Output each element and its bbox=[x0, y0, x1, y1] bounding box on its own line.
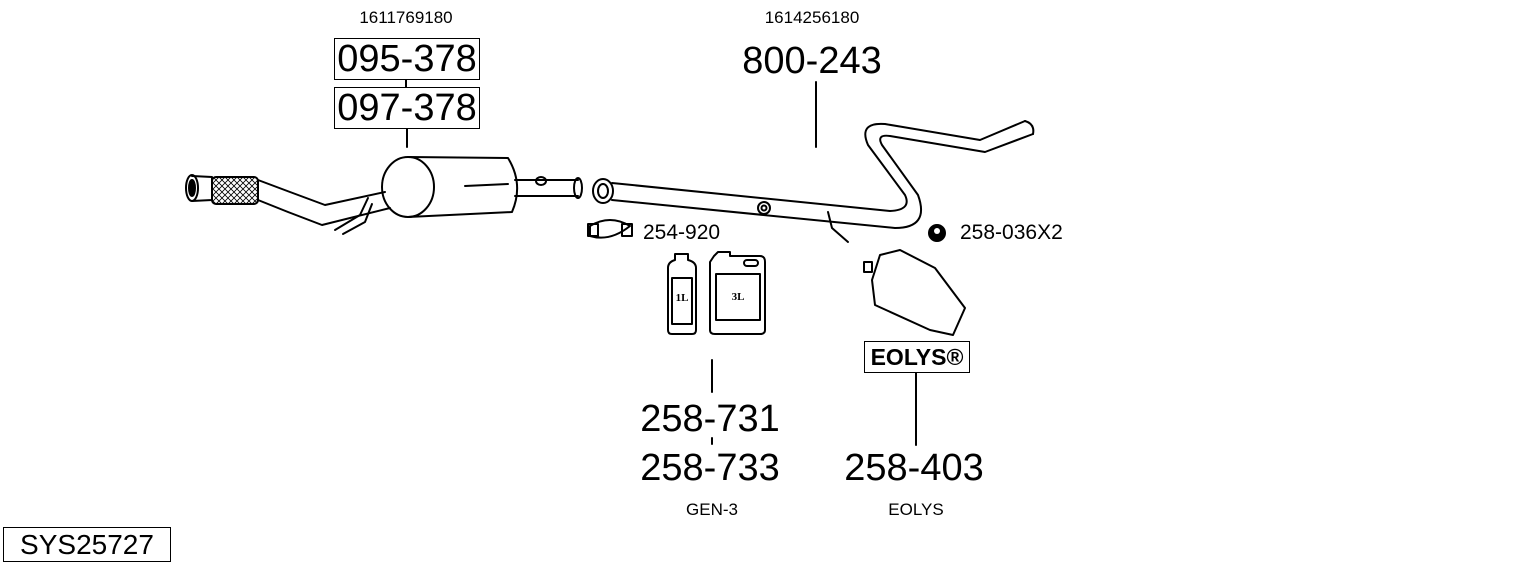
leader-lines bbox=[405, 79, 917, 446]
eolys-badge: EOLYS® bbox=[864, 341, 970, 373]
part-number-box[interactable]: 097-378 bbox=[334, 87, 480, 129]
additive-bottles-icon bbox=[667, 251, 766, 335]
bottle-small-label: 1L bbox=[675, 292, 689, 304]
bottle-large-label: 3L bbox=[731, 291, 745, 303]
system-id: SYS25727 bbox=[3, 527, 171, 562]
part-number-box[interactable]: 095-378 bbox=[334, 38, 480, 80]
rear-pipe-800-243 bbox=[592, 120, 1035, 243]
part-number[interactable]: 258-733 bbox=[640, 447, 780, 489]
part-number[interactable]: 258-403 bbox=[844, 447, 984, 489]
additive-caption: GEN-3 bbox=[686, 500, 738, 519]
dpf-front-pipe bbox=[185, 156, 583, 235]
clamp-icon bbox=[587, 219, 633, 239]
oem-number: 1611769180 bbox=[359, 8, 453, 27]
part-number[interactable]: 258-731 bbox=[640, 398, 780, 440]
eolys-tank-icon bbox=[863, 249, 966, 336]
eolys-caption: EOLYS bbox=[888, 500, 944, 519]
oem-number: 1614256180 bbox=[764, 8, 860, 27]
part-number[interactable]: 800-243 bbox=[742, 40, 882, 82]
nut-part-number[interactable]: 258-036X2 bbox=[960, 221, 1063, 244]
clamp-part-number[interactable]: 254-920 bbox=[643, 221, 721, 244]
nut-icon bbox=[928, 224, 946, 242]
